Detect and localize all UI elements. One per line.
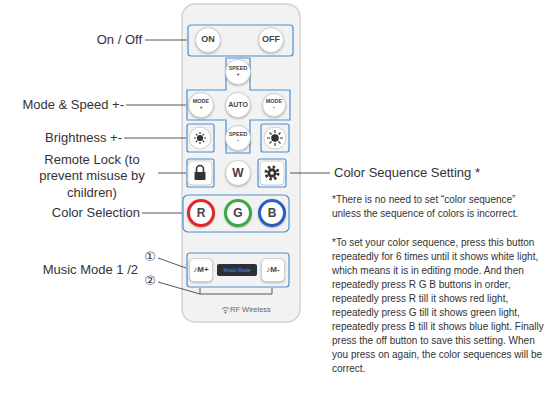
callout-number: ① — [142, 249, 158, 265]
button-text: B — [268, 207, 277, 220]
callout-label: Mode & Speed +- — [6, 97, 124, 113]
blue-button: B — [258, 199, 286, 227]
callout-label: Color Selection — [20, 205, 140, 221]
music-mode-button: ♪M- — [261, 258, 285, 282]
callout-label: On / Off — [40, 32, 142, 48]
auto-button: AUTO — [225, 92, 251, 118]
callout-label: Color Sequence Setting * — [334, 165, 546, 181]
button-text: W — [232, 167, 243, 180]
brand-label: RF Wireless — [230, 305, 280, 314]
callout-number: ② — [142, 273, 158, 289]
mode-up-button: MODE + — [188, 92, 214, 118]
note-text: *There is no need to set “color sequence… — [332, 193, 544, 221]
speed-down-button: SPEED - — [225, 125, 251, 151]
button-text: MODE - — [263, 99, 285, 111]
button-text: OFF — [262, 35, 280, 44]
music-mode-label: Music Mode — [217, 266, 257, 274]
button-text: SPEED - — [226, 132, 250, 144]
button-text: G — [233, 207, 242, 220]
button-text: R — [197, 207, 206, 220]
note-text: *To set your color sequence, press this … — [332, 236, 544, 376]
red-button: R — [187, 199, 215, 227]
on-button: ON — [195, 27, 221, 53]
white-button: W — [225, 160, 251, 186]
mode-down-button: MODE - — [262, 93, 286, 117]
off-button: OFF — [258, 27, 284, 53]
button-text: ♪M+ — [193, 266, 208, 274]
button-text: ♪M- — [266, 266, 279, 274]
button-text: AUTO — [228, 101, 248, 108]
button-text: MODE + — [189, 99, 213, 111]
music-mode-button: ♪M+ — [189, 258, 213, 282]
green-button: G — [224, 199, 252, 227]
speed-up-button: SPEED + — [225, 59, 251, 85]
button-text: ON — [201, 35, 215, 44]
callout-label: Brightness +- — [6, 130, 122, 146]
callout-label: Music Mode 1 /2 — [10, 262, 138, 278]
button-text: SPEED + — [226, 66, 250, 78]
callout-label: Remote Lock (to prevent misuse by childr… — [28, 152, 156, 201]
